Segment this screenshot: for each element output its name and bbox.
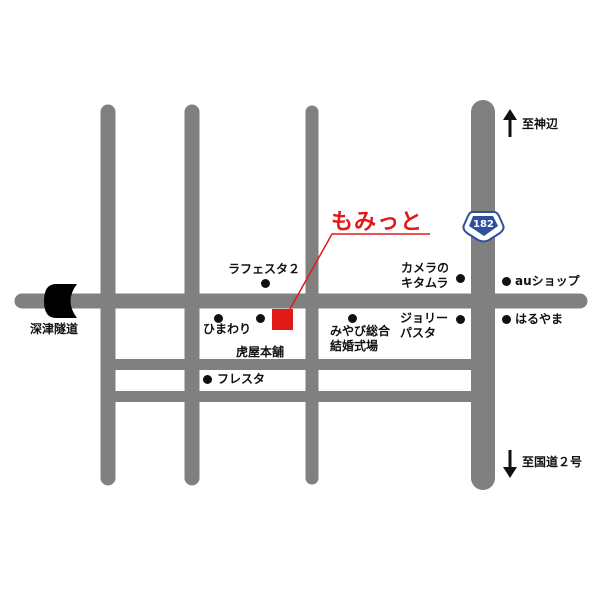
landmark-fresta: フレスタ xyxy=(217,372,266,386)
landmark-toraya: 虎屋本舗 xyxy=(236,345,285,359)
store-marker xyxy=(272,309,293,330)
direction-south-label: 至国道２号 xyxy=(522,455,583,469)
landmark-dot-lafesta2 xyxy=(261,279,270,288)
road-lower-upper xyxy=(108,359,482,370)
landmark-dot-camera-kitamura xyxy=(456,274,465,283)
landmark-jolly-pasta: ジョリー パスタ xyxy=(400,311,448,341)
landmark-dot-miyabi xyxy=(348,314,357,323)
route-number: 182 xyxy=(473,219,494,230)
store-name-title: もみっと xyxy=(331,210,424,235)
landmark-haruyama: はるやま xyxy=(515,312,564,326)
landmark-camera-kitamura: カメラの キタムラ xyxy=(401,261,449,291)
landmark-miyabi-line1: みやび総合 xyxy=(330,324,391,338)
store-leader-line xyxy=(289,233,430,310)
arrow-north-icon xyxy=(503,109,517,137)
landmark-dot-toraya xyxy=(256,314,265,323)
landmark-dot-fresta xyxy=(203,375,212,384)
landmark-lafesta2: ラフェスタ２ xyxy=(228,262,301,276)
landmark-dot-haruyama xyxy=(502,315,511,324)
landmark-miyabi: みやび総合 結婚式場 xyxy=(330,324,390,354)
landmark-dot-jolly-pasta xyxy=(456,315,465,324)
landmark-miyabi-line2: 結婚式場 xyxy=(330,339,379,353)
landmark-au-shop: auショップ xyxy=(515,274,580,288)
arrow-south-icon xyxy=(503,450,517,478)
landmark-jolly-line2: パスタ xyxy=(400,326,437,340)
landmark-himawari: ひまわり xyxy=(203,322,252,336)
road-lower-lower xyxy=(108,391,482,402)
tunnel-label: 深津隧道 xyxy=(30,322,79,336)
direction-north-label: 至神辺 xyxy=(522,117,559,131)
landmark-camera-line1: カメラの xyxy=(401,261,450,275)
tunnel-portal-icon xyxy=(44,284,77,318)
landmark-dot-himawari xyxy=(214,314,223,323)
landmark-dot-au-shop xyxy=(502,277,511,286)
landmark-jolly-line1: ジョリー xyxy=(400,311,449,325)
landmark-camera-line2: キタムラ xyxy=(401,276,449,290)
route-182-badge-icon xyxy=(462,211,505,243)
